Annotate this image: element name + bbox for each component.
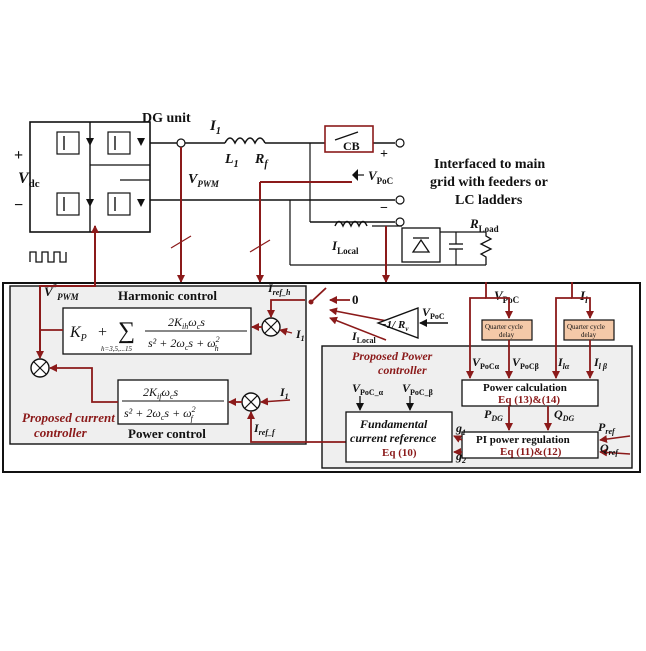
vpoc-probe-label: VPoC bbox=[368, 168, 393, 186]
diode-icon bbox=[411, 238, 431, 253]
switch-ilocal: ILocal bbox=[351, 329, 377, 345]
power-calculation-block bbox=[461, 379, 599, 407]
inverter-bridge bbox=[29, 121, 151, 233]
i1-feedback2-label: I1 bbox=[279, 385, 289, 401]
power-controller-line2: controller bbox=[378, 363, 427, 377]
dg-unit-label: DG unit bbox=[142, 111, 191, 126]
droop-gain-block bbox=[376, 307, 419, 339]
vdc-minus: − bbox=[14, 197, 23, 214]
pdg-label: PDG bbox=[484, 407, 503, 423]
i1-feedback-label: I1 bbox=[295, 327, 305, 343]
current-controller-line2: controller bbox=[34, 425, 88, 440]
vdc-label: Vdc bbox=[18, 170, 40, 190]
sum-junction-fundamental bbox=[241, 392, 261, 412]
droop-gain-label: −1/ Rv bbox=[380, 319, 409, 333]
filter-inductor bbox=[224, 137, 266, 145]
harmonic-sum-range: h=3,5,...15 bbox=[101, 345, 132, 353]
grid-text-line3: LC ladders bbox=[455, 193, 523, 208]
top-vpoc: VPoC bbox=[494, 288, 519, 305]
delay1-line1: Quarter cycle bbox=[485, 323, 523, 331]
top-il: Il bbox=[579, 288, 588, 305]
i1-label: I1 bbox=[209, 118, 221, 137]
harmonic-plus: + bbox=[98, 324, 107, 341]
ilocal-label: ILocal bbox=[331, 238, 359, 256]
igbt-switch-bottom-left bbox=[56, 192, 94, 216]
pi-regulation-title: PI power regulation bbox=[476, 434, 570, 446]
load-inductor bbox=[334, 220, 368, 228]
power-control-title: Power control bbox=[128, 426, 206, 441]
harmonic-sum: ∑ bbox=[118, 318, 135, 344]
fundamental-line1: Fundamental bbox=[359, 417, 428, 431]
calc-va: VPoCα bbox=[472, 355, 500, 371]
harmonic-kp: KP bbox=[69, 324, 87, 344]
vpoc-probe-icon bbox=[352, 169, 358, 181]
pwm-pulse-icon bbox=[29, 251, 67, 263]
sum-junction-harmonic bbox=[261, 317, 281, 337]
grid-text-line1: Interfaced to main bbox=[434, 157, 545, 172]
fundamental-line2: current reference bbox=[350, 431, 437, 445]
harmonic-control-title: Harmonic control bbox=[118, 288, 217, 303]
grid-plus: + bbox=[380, 147, 388, 162]
pref-label: Pref bbox=[598, 420, 616, 436]
grid-text-line2: grid with feeders or bbox=[430, 175, 548, 190]
igbt-switch-top-left bbox=[56, 131, 94, 155]
fundamental-eq: Eq (10) bbox=[382, 447, 417, 459]
switch-zero: 0 bbox=[352, 292, 359, 307]
power-controller-line1: Proposed Power bbox=[352, 349, 433, 363]
delay1-line2: delay bbox=[499, 331, 515, 339]
igbt-switch-top-right bbox=[107, 131, 145, 155]
vdc-plus: + bbox=[14, 147, 23, 164]
quarter-delay-1 bbox=[481, 319, 533, 341]
g2-label: g2 bbox=[455, 449, 466, 465]
rectifier-box bbox=[401, 227, 441, 263]
delay2-line1: Quarter cycle bbox=[567, 323, 605, 331]
vpwm-label: VPWM bbox=[188, 172, 220, 189]
g1-label: g1 bbox=[455, 421, 466, 437]
iref-h-label: Iref_h bbox=[267, 281, 291, 297]
power-control-numerator: 2Kifωcs bbox=[143, 385, 179, 401]
fund-input-vb: VPoC_β bbox=[402, 381, 433, 397]
iref-f-label: Iref_f bbox=[253, 421, 276, 437]
circuit-breaker bbox=[324, 125, 374, 153]
gain-input-vpoc: VPoC bbox=[422, 305, 445, 321]
harmonic-numerator: 2Kihωcs bbox=[168, 315, 205, 331]
fund-input-va: VPoC_α bbox=[352, 381, 384, 397]
current-controller-line1: Proposed current bbox=[22, 410, 115, 425]
delay2-line2: delay bbox=[581, 331, 597, 339]
power-calculation-title: Power calculation bbox=[483, 382, 567, 394]
pi-regulation-block bbox=[461, 431, 599, 459]
igbt-switch-bottom-right bbox=[107, 192, 145, 216]
grid-minus: − bbox=[380, 201, 388, 216]
quarter-delay-2 bbox=[563, 319, 615, 341]
l1-label: L1 bbox=[224, 152, 239, 170]
rf-label: Rf bbox=[254, 152, 269, 170]
calc-vb: VPoCβ bbox=[512, 355, 539, 371]
fundamental-reference-block bbox=[345, 411, 453, 463]
pi-regulation-eq: Eq (11)&(12) bbox=[500, 446, 562, 458]
power-calculation-eq: Eq (13)&(14) bbox=[498, 394, 560, 406]
calc-ia: Ilα bbox=[557, 355, 570, 371]
cb-label: CB bbox=[343, 139, 360, 153]
sum-junction-output bbox=[30, 358, 50, 378]
qref-label: Qref bbox=[600, 441, 619, 457]
selector-switch bbox=[310, 287, 327, 303]
load-resistor bbox=[479, 232, 493, 265]
rload-label: RLoad bbox=[469, 216, 499, 234]
calc-ib: Il β bbox=[593, 355, 608, 371]
qdg-label: QDG bbox=[554, 407, 574, 423]
